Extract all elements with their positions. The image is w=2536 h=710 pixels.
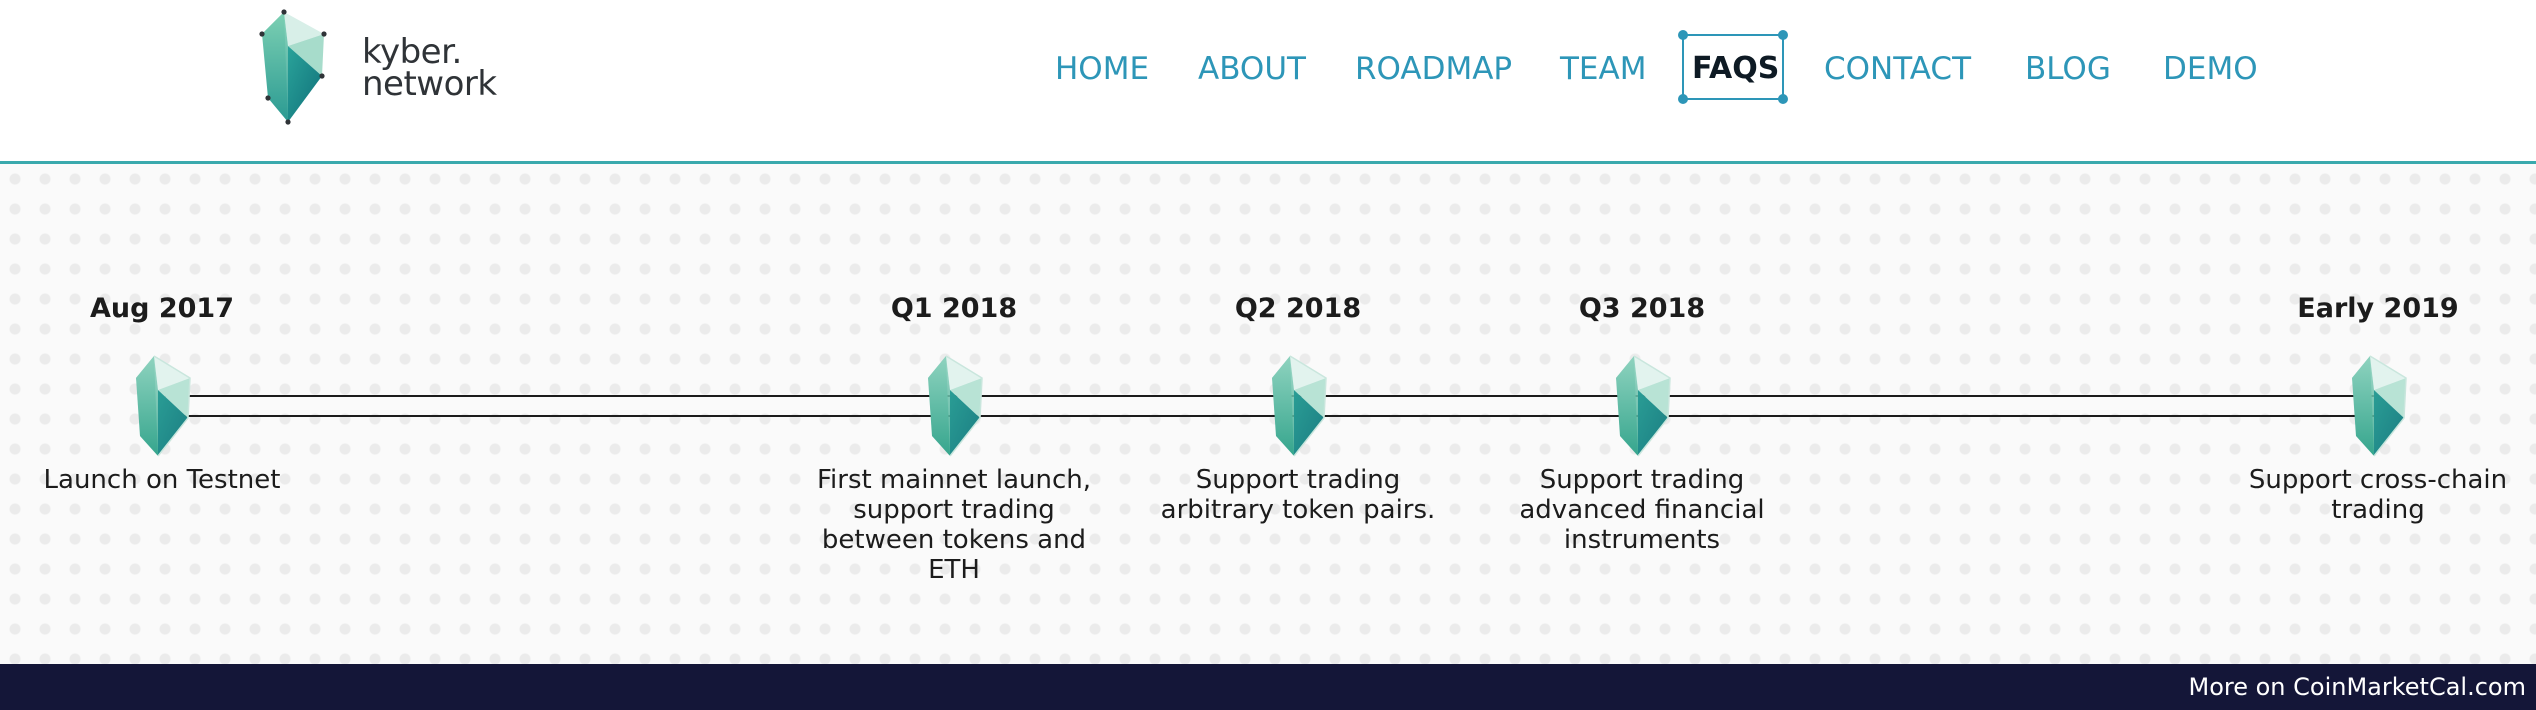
timeline-track-top [165, 395, 2375, 397]
milestone-date: Q2 2018 [1234, 293, 1362, 324]
milestone-description: Support trading arbitrary token pairs. [1160, 465, 1436, 525]
site-header: kyber. network HOME ABOUT ROADMAP TEAM F… [0, 0, 2536, 164]
milestone-date: Early 2019 [2297, 293, 2459, 324]
nav-demo[interactable]: DEMO [2163, 51, 2258, 87]
milestone-description: Support cross-chain trading [2248, 465, 2508, 525]
kyber-crystal-icon [132, 352, 196, 460]
kyber-logo[interactable]: kyber. network [258, 6, 508, 126]
site-footer: More on CoinMarketCal.com [0, 664, 2536, 710]
timeline-track-bottom [165, 415, 2375, 417]
brand-wordmark: kyber. network [362, 32, 497, 104]
nav-roadmap[interactable]: ROADMAP [1355, 51, 1513, 87]
nav-active-indicator [1678, 30, 1788, 104]
nav-home[interactable]: HOME [1055, 51, 1150, 87]
kyber-crystal-icon [924, 352, 988, 460]
nav-about[interactable]: ABOUT [1198, 51, 1306, 87]
milestone-description: Launch on Testnet [43, 465, 281, 495]
nav-blog[interactable]: BLOG [2025, 51, 2111, 87]
kyber-crystal-icon [1612, 352, 1676, 460]
kyber-logo-icon [259, 9, 327, 125]
brand-line-1: kyber. [362, 32, 462, 72]
milestone-description: Support trading advanced financial instr… [1519, 465, 1765, 555]
milestone-description: First mainnet launch, support trading be… [816, 465, 1092, 585]
brand-line-2: network [362, 64, 497, 104]
milestone-date: Aug 2017 [90, 293, 234, 324]
kyber-crystal-icon [2348, 352, 2412, 460]
coinmarketcal-link[interactable]: More on CoinMarketCal.com [2188, 673, 2527, 701]
kyber-crystal-icon [1268, 352, 1332, 460]
milestone-date: Q1 2018 [890, 293, 1018, 324]
roadmap-timeline: Aug 2017 Launch on Testnet Q1 2018 [0, 164, 2536, 664]
milestone-date: Q3 2018 [1578, 293, 1706, 324]
nav-team[interactable]: TEAM [1560, 51, 1647, 87]
nav-contact[interactable]: CONTACT [1824, 51, 1972, 87]
nav-faqs[interactable]: FAQS [1692, 51, 1780, 86]
